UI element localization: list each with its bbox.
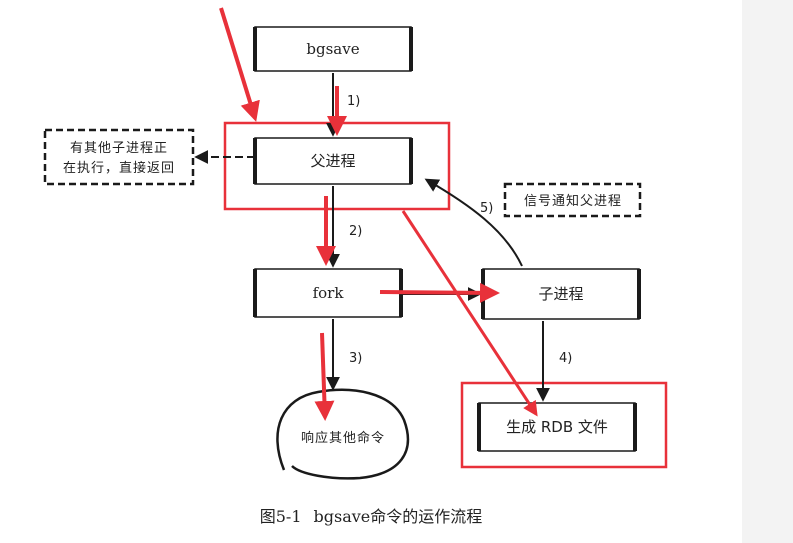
signal-note: 信号通知父进程 xyxy=(503,182,642,218)
red-arrow-fork-child xyxy=(379,282,500,303)
step-2-label: 2) xyxy=(349,224,362,239)
bgsave-node: bgsave xyxy=(253,26,413,72)
arrow-child-to-parent xyxy=(424,178,523,267)
respond-label: 响应其他命令 xyxy=(301,430,385,446)
step-5-label: 5) xyxy=(480,201,493,216)
signal-note-label: 信号通知父进程 xyxy=(524,193,622,209)
red-arrow-to-rdb xyxy=(401,210,538,417)
other-child-note-line1: 有其他子进程正 xyxy=(70,141,168,156)
other-child-note-line2: 在执行，直接返回 xyxy=(63,160,175,176)
bgsave-label: bgsave xyxy=(306,40,359,58)
right-margin-strip xyxy=(742,0,793,543)
other-child-note: 有其他子进程正 在执行，直接返回 xyxy=(43,128,195,186)
figure-number: 图5-1 xyxy=(259,507,302,526)
step-4-label: 4) xyxy=(559,351,572,366)
step-3-label: 3) xyxy=(349,351,362,366)
rdb-node: 生成 RDB 文件 xyxy=(477,402,637,452)
step-1-label: 1) xyxy=(347,94,360,109)
figure-caption: 图5-1 bgsave命令的运作流程 xyxy=(0,503,742,527)
rdb-label: 生成 RDB 文件 xyxy=(506,418,608,436)
fork-label: fork xyxy=(313,284,345,302)
parent-process-node: 父进程 xyxy=(253,137,413,185)
child-process-label: 子进程 xyxy=(538,285,583,303)
bgsave-flow-diagram: bgsave 父进程 fork 子进程 生成 RDB 文件 响应其他命令 有其他 xyxy=(43,7,668,480)
red-arrow-fork-respond xyxy=(314,332,335,421)
fork-node: fork xyxy=(253,268,403,318)
rdb-highlight-box xyxy=(460,381,668,469)
figure-title: bgsave命令的运作流程 xyxy=(313,507,483,526)
parent-process-label: 父进程 xyxy=(310,152,355,170)
respond-node: 响应其他命令 xyxy=(276,388,410,480)
child-process-node: 子进程 xyxy=(481,268,641,320)
red-arrow-entry xyxy=(219,7,260,122)
